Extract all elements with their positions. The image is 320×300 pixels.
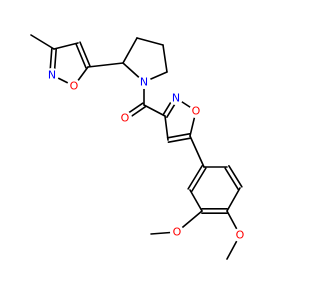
bond-a1-a2-a <box>191 167 207 192</box>
bond-c3p-c4p <box>136 37 164 46</box>
atom-n-arylisoxazole-mask <box>169 91 183 105</box>
atom-n-arylisoxazole: N <box>169 91 183 105</box>
bond-c5i-c4i-b <box>166 133 191 139</box>
bond-a5-a6-b <box>228 165 243 188</box>
atom-n-arylisoxazole-label: N <box>172 92 180 105</box>
atom-o-methoxy-para-label: O <box>236 229 245 242</box>
atom-n-pyrrolidine: N <box>137 75 151 89</box>
bond-c4-c3 <box>53 42 79 50</box>
bond-c4p-c5p <box>162 44 168 73</box>
atom-o-carbonyl-mask <box>118 111 132 125</box>
bond-a4-a5 <box>226 187 241 212</box>
atom-n-pyrrolidine-label: N <box>140 76 148 89</box>
bond-a5-a6-a <box>224 167 239 190</box>
atom-o-methoxy-meta: O <box>170 225 184 239</box>
atom-o-methoxy-meta-mask <box>170 225 184 239</box>
bond-layer <box>30 34 243 260</box>
atom-o-arylisoxazole: O <box>189 104 203 118</box>
atom-o-methylisoxazole: O <box>67 79 81 93</box>
atom-o-methoxy-para-mask <box>233 228 247 242</box>
atom-n-methylisoxazole-label: N <box>48 69 56 82</box>
bond-c5-c4-a <box>79 41 91 67</box>
bond-c5i-a1 <box>189 135 205 168</box>
bond-c2p-c3p <box>122 37 138 64</box>
atom-o-methoxy-meta-label: O <box>173 226 182 239</box>
atom-n-methylisoxazole: N <box>45 68 59 82</box>
bond-cco-c3i <box>143 104 166 117</box>
atom-o-arylisoxazole-mask <box>189 104 203 118</box>
atom-o-methylisoxazole-label: O <box>70 80 79 93</box>
bond-a2-a3 <box>189 189 203 212</box>
atom-n-pyrrolidine-mask <box>137 75 151 89</box>
bond-c4i-c3i <box>164 115 169 141</box>
atom-o-methylisoxazole-mask <box>67 79 81 93</box>
atom-o-carbonyl-label: O <box>121 112 130 125</box>
bond-c5-c2p <box>87 62 124 68</box>
atom-o-methoxy-para: O <box>233 228 247 242</box>
bond-a1-a2-b <box>187 165 203 190</box>
bond-me1-c3 <box>30 34 55 50</box>
atom-o-carbonyl: O <box>118 111 132 125</box>
bond-c5i-c4i-a <box>167 137 192 143</box>
bond-c5-c4-b <box>75 43 87 69</box>
atom-o-arylisoxazole-label: O <box>192 105 201 118</box>
atom-n-methylisoxazole-mask <box>45 68 59 82</box>
